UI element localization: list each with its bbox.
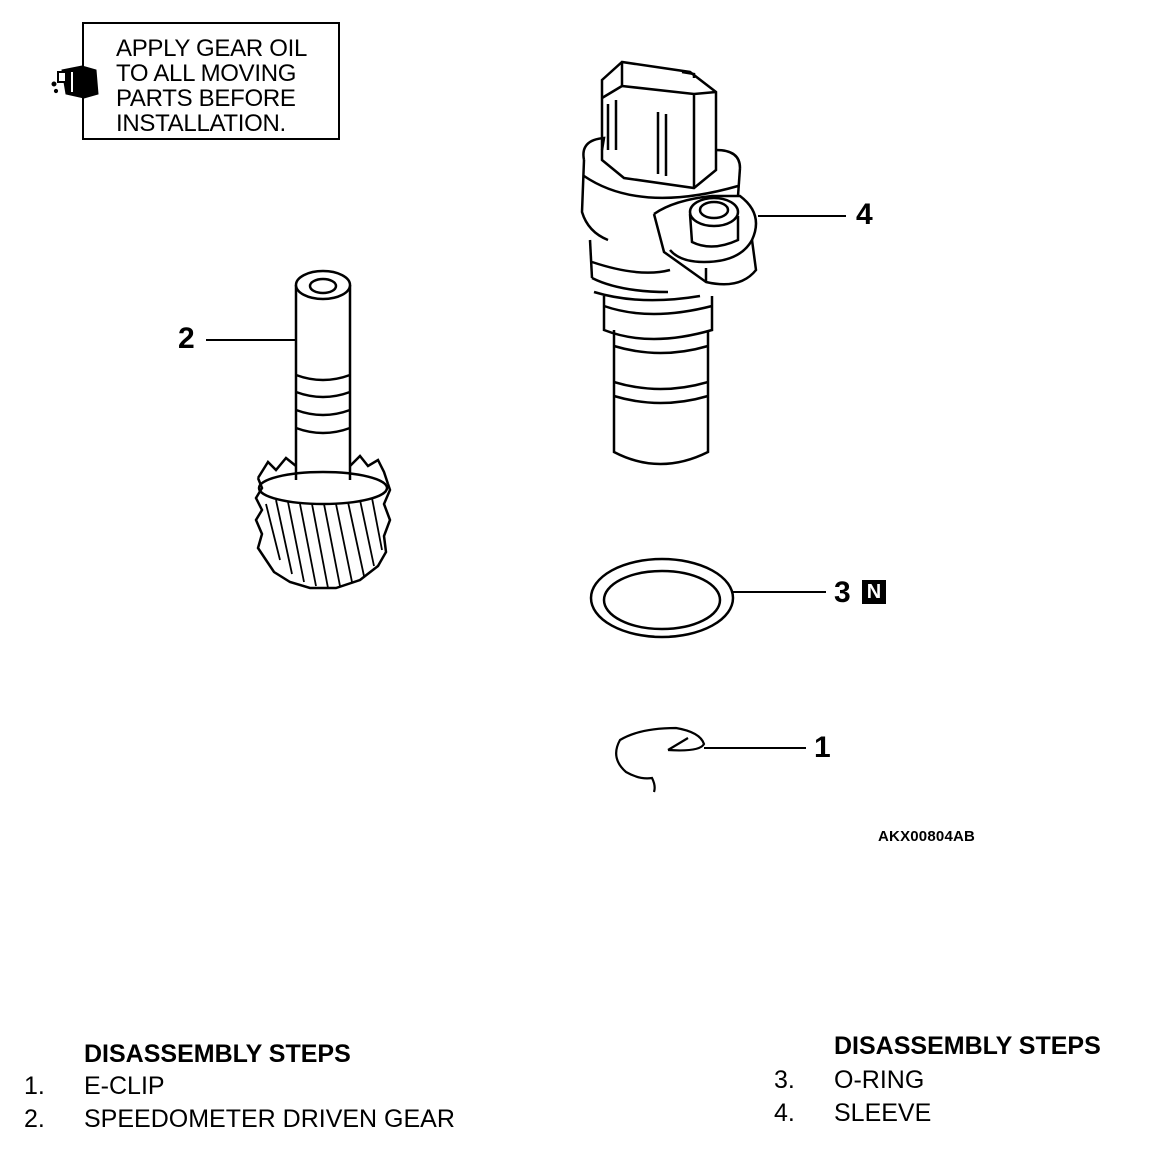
figure-code: AKX00804AB (878, 828, 976, 845)
note-box: APPLY GEAR OIL TO ALL MOVING PARTS BEFOR… (82, 22, 340, 140)
new-part-badge: N (862, 580, 886, 604)
step-number: 3. (774, 1066, 795, 1094)
callout-4: 4 (856, 198, 873, 231)
oil-can-icon (51, 65, 99, 99)
step-number: 4. (774, 1099, 795, 1127)
step-label: SLEEVE (834, 1099, 932, 1127)
sleeve (580, 60, 758, 466)
step-number: 2. (24, 1105, 45, 1133)
e-clip (615, 726, 706, 793)
callout-1: 1 (814, 731, 831, 764)
o-ring (589, 557, 735, 639)
step-number: 1. (24, 1072, 45, 1100)
callout-3: 3 (834, 576, 851, 609)
speedometer-driven-gear (254, 269, 392, 590)
step-label: O-RING (834, 1066, 925, 1094)
step-label: E-CLIP (84, 1072, 165, 1100)
steps-heading-left: DISASSEMBLY STEPS (84, 1040, 351, 1068)
steps-heading-right: DISASSEMBLY STEPS (834, 1032, 1101, 1060)
callout-2: 2 (178, 322, 195, 355)
note-text: APPLY GEAR OIL TO ALL MOVING PARTS BEFOR… (116, 35, 307, 137)
step-label: SPEEDOMETER DRIVEN GEAR (84, 1105, 455, 1133)
